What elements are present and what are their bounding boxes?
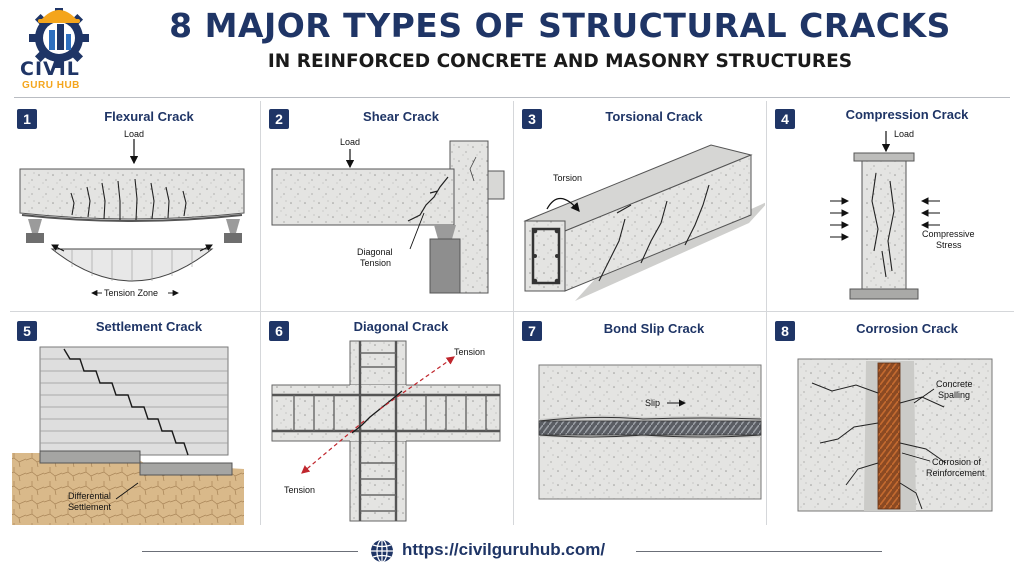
compressive-label: Compressive bbox=[922, 229, 975, 239]
panel-compression-crack: 4 Compression Crack Load Compressive Str… bbox=[766, 101, 1018, 313]
panel-number: 8 bbox=[775, 321, 795, 341]
load-label: Load bbox=[340, 137, 360, 147]
logo-text-guru-hub: GURU HUB bbox=[22, 80, 80, 91]
stress-label: Stress bbox=[936, 240, 962, 250]
settlement-label: Settlement bbox=[68, 502, 112, 512]
panel-number: 2 bbox=[269, 109, 289, 129]
settlement-crack-diagram: Differential Settlement bbox=[12, 346, 244, 525]
tension-label: Tension bbox=[360, 258, 391, 268]
grid-divider bbox=[10, 311, 1014, 312]
panel-number: 6 bbox=[269, 321, 289, 341]
panel-title: Bond Slip Crack bbox=[603, 321, 705, 336]
panel-number: 4 bbox=[775, 109, 795, 129]
tension-bottom-label: Tension bbox=[284, 485, 315, 495]
footer-divider bbox=[142, 551, 358, 552]
globe-icon bbox=[371, 539, 393, 563]
grid-divider bbox=[766, 101, 767, 525]
compression-crack-diagram: Load Compressive Stress bbox=[830, 129, 975, 300]
corrosion-crack-diagram: Concrete Spalling Corrosion of Reinforce… bbox=[797, 358, 993, 512]
load-label: Load bbox=[124, 129, 144, 139]
panel-number: 5 bbox=[17, 321, 37, 341]
load-label: Load bbox=[894, 129, 914, 139]
panel-title: Corrosion Crack bbox=[856, 321, 958, 336]
panel-title: Torsional Crack bbox=[605, 109, 703, 124]
panel-bond-slip-crack: 7 Bond Slip Crack Slip bbox=[513, 313, 765, 525]
panel-title: Shear Crack bbox=[363, 109, 439, 124]
tension-top-label: Tension bbox=[454, 347, 485, 357]
page-subtitle: IN REINFORCED CONCRETE AND MASONRY STRUC… bbox=[267, 51, 853, 72]
panel-title: Compression Crack bbox=[845, 107, 969, 122]
panel-diagonal-crack: 6 Diagonal Crack Tension Tension bbox=[260, 313, 512, 525]
torsional-crack-diagram: Torsion bbox=[523, 144, 765, 301]
corrosion-of-label: Corrosion of bbox=[932, 457, 982, 467]
bond-slip-crack-diagram: Slip bbox=[538, 364, 762, 500]
website-link[interactable]: https://civilguruhub.com/ bbox=[402, 540, 606, 559]
reinforcement-label: Reinforcement bbox=[926, 468, 985, 478]
panel-title: Diagonal Crack bbox=[353, 319, 449, 334]
panel-torsional-crack: 3 Torsional Crack Torsion bbox=[513, 101, 765, 313]
panel-title: Settlement Crack bbox=[95, 319, 203, 334]
grid-divider bbox=[260, 101, 261, 525]
differential-label: Differential bbox=[68, 491, 111, 501]
page-title: 8 MAJOR TYPES OF STRUCTURAL CRACKS bbox=[169, 6, 951, 45]
panel-settlement-crack: 5 Settlement Crack Differential Settleme… bbox=[8, 313, 260, 525]
panel-number: 1 bbox=[17, 109, 37, 129]
panel-number: 7 bbox=[522, 321, 542, 341]
flexural-crack-diagram: Load Tension Zone bbox=[19, 129, 245, 298]
shear-crack-diagram: Load Diagonal Tension bbox=[271, 137, 505, 294]
panel-number: 3 bbox=[522, 109, 542, 129]
panel-title: Flexural Crack bbox=[104, 109, 194, 124]
spalling-label: Spalling bbox=[938, 390, 970, 400]
concrete-label: Concrete bbox=[936, 379, 973, 389]
diagonal-label: Diagonal bbox=[357, 247, 393, 257]
diagonal-crack-diagram: Tension Tension bbox=[271, 340, 501, 522]
tension-zone-label: Tension Zone bbox=[104, 288, 158, 298]
panel-flexural-crack: 1 Flexural Crack Load Tension Zone bbox=[8, 101, 260, 313]
panel-shear-crack: 2 Shear Crack Load Diagonal Tension bbox=[260, 101, 512, 313]
logo-text-civil: CIVIL bbox=[20, 58, 80, 80]
grid-divider bbox=[513, 101, 514, 525]
slip-label: Slip bbox=[645, 398, 660, 408]
footer-divider bbox=[636, 551, 882, 552]
torsion-label: Torsion bbox=[553, 173, 582, 183]
panel-corrosion-crack: 8 Corrosion Crack Concrete Spalling Corr… bbox=[766, 313, 1018, 525]
civil-guru-hub-logo-icon bbox=[29, 8, 89, 68]
header-divider bbox=[14, 97, 1010, 98]
